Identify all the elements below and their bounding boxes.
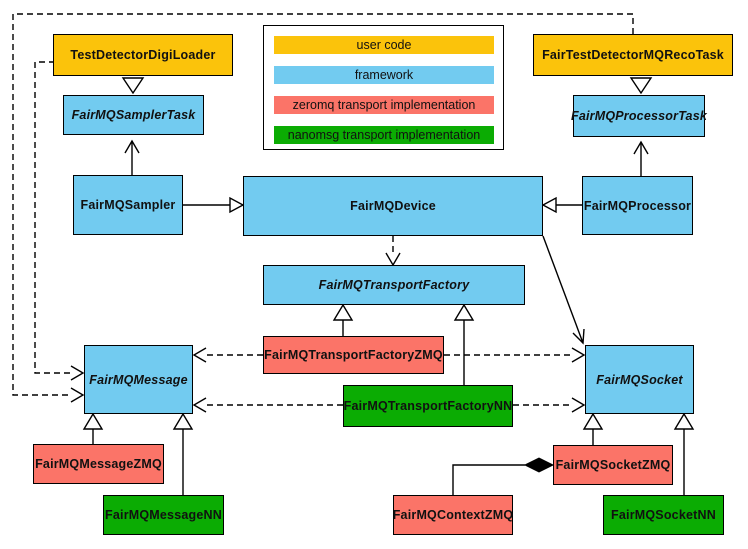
- node-label: FairMQTransportFactoryNN: [343, 399, 513, 413]
- node-label: FairMQDevice: [350, 199, 436, 213]
- edge-factoryzmq-to-socket-dashed: [444, 347, 586, 363]
- node-label: FairMQContextZMQ: [392, 508, 514, 522]
- node-fairmqdevice: FairMQDevice: [243, 176, 543, 236]
- node-label: FairMQSocket: [596, 372, 683, 387]
- node-label: FairMQSocketNN: [611, 508, 716, 522]
- edge-sampler-to-samplertask: [124, 139, 140, 175]
- node-fairmqcontextzmq: FairMQContextZMQ: [393, 495, 513, 535]
- legend-item-zeromq: zeromq transport implementation: [274, 96, 494, 114]
- legend: user code framework zeromq transport imple…: [263, 25, 504, 150]
- node-label: FairMQMessage: [89, 372, 188, 387]
- node-fairmqprocessor: FairMQProcessor: [582, 176, 693, 235]
- legend-item-label: framework: [354, 68, 414, 82]
- node-label: FairMQProcessor: [583, 198, 692, 213]
- node-fairmqsampler: FairMQSampler: [73, 175, 183, 235]
- edge-factorynn-to-socket-dashed: [513, 397, 586, 413]
- node-fairtestdetectormqrecotask: FairTestDetectorMQRecoTask: [533, 34, 733, 76]
- edge-device-to-socket: [542, 235, 585, 345]
- legend-item-framework: framework: [274, 66, 494, 84]
- edge-messagezmq-to-message: [82, 412, 104, 444]
- node-label: FairMQMessageZMQ: [35, 457, 162, 471]
- edge-processor-to-processortask: [633, 140, 649, 176]
- node-testdetectordigiloader: TestDetectorDigiLoader: [53, 34, 233, 76]
- node-fairmqsocketzmq: FairMQSocketZMQ: [553, 445, 673, 485]
- edge-socketzmq-to-socket: [582, 412, 604, 445]
- node-fairmqtransportfactory: FairMQTransportFactory: [263, 265, 525, 305]
- node-fairmqsocket: FairMQSocket: [585, 345, 694, 414]
- node-label: FairMQProcessorTask: [570, 109, 708, 123]
- legend-item-nanomsg: nanomsg transport implementation: [274, 126, 494, 144]
- legend-item-label: nanomsg transport implementation: [287, 128, 481, 142]
- node-label: TestDetectorDigiLoader: [70, 48, 216, 62]
- node-label: FairTestDetectorMQRecoTask: [542, 48, 724, 62]
- node-fairmqmessagezmq: FairMQMessageZMQ: [33, 444, 164, 484]
- edge-factoryzmq-to-transportfactory: [332, 303, 354, 336]
- edge-processor-to-device: [541, 196, 582, 214]
- edge-factoryzmq-to-message-dashed: [192, 347, 263, 363]
- edge-contextzmq-socketzmq-aggregation: [452, 457, 555, 495]
- node-label: FairMQSampler: [80, 198, 176, 212]
- edge-recotask-to-message-dashed: [12, 13, 634, 403]
- node-fairmqsocketnn: FairMQSocketNN: [603, 495, 724, 535]
- node-label: FairMQSamplerTask: [71, 108, 196, 122]
- legend-item-user_code: user code: [274, 36, 494, 54]
- node-fairmqtransportfactoryzmq: FairMQTransportFactoryZMQ: [263, 336, 444, 374]
- node-fairmqprocessortask: FairMQProcessorTask: [570, 95, 708, 137]
- node-fairmqtransportfactorynn: FairMQTransportFactoryNN: [343, 385, 513, 427]
- edge-socketnn-to-socket: [673, 412, 695, 495]
- node-fairmqmessage: FairMQMessage: [84, 345, 193, 414]
- edge-digiloader-to-message-dashed: [34, 61, 85, 381]
- edge-factorynn-to-transportfactory: [453, 303, 475, 385]
- edge-factorynn-to-message-dashed: [192, 397, 343, 413]
- node-label: FairMQMessageNN: [105, 508, 222, 522]
- edge-device-to-transportfactory-dashed: [385, 236, 401, 267]
- edge-messagenn-to-message: [172, 412, 194, 495]
- legend-item-label: user code: [356, 38, 412, 52]
- node-fairmqmessagenn: FairMQMessageNN: [103, 495, 224, 535]
- node-fairmqsamplertask: FairMQSamplerTask: [63, 95, 204, 135]
- edge-digiloader-samplertask-inheritance: [121, 77, 145, 95]
- node-label: FairMQTransportFactory: [318, 278, 470, 292]
- edge-recotask-processortask-inheritance: [629, 77, 653, 95]
- edge-sampler-to-device: [183, 196, 245, 214]
- legend-item-label: zeromq transport implementation: [292, 98, 476, 112]
- node-label: FairMQTransportFactoryZMQ: [264, 348, 443, 362]
- node-label: FairMQSocketZMQ: [555, 458, 671, 472]
